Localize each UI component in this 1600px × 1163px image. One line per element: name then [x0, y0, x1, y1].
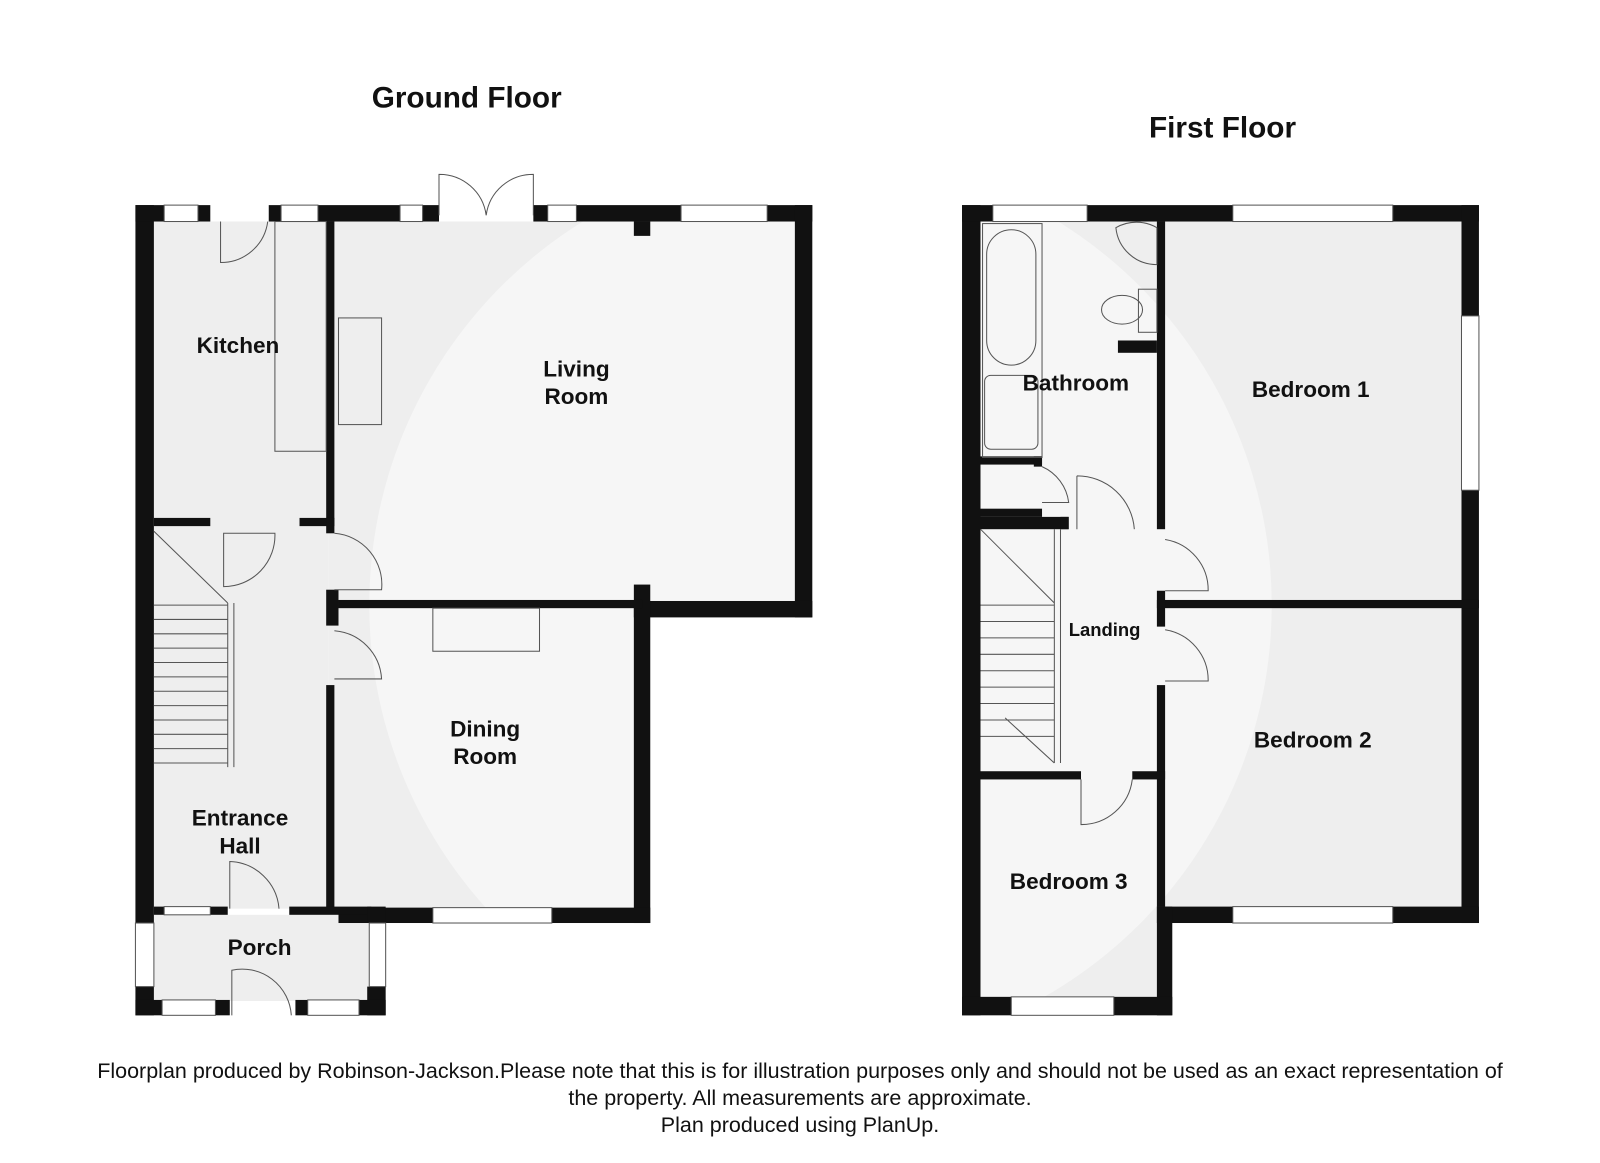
room-label-dining-2: Room	[453, 744, 517, 769]
disclaimer-line-3: Plan produced using PlanUp.	[660, 1113, 940, 1137]
disclaimer-line-1: Floorplan produced by Robinson-Jackson.P…	[97, 1059, 1503, 1083]
room-label-hall-2: Hall	[219, 833, 260, 858]
room-label-porch: Porch	[228, 935, 292, 960]
room-label-bedroom-3: Bedroom 3	[1010, 869, 1128, 894]
room-label-kitchen: Kitchen	[197, 333, 280, 358]
room-label-hall-1: Entrance	[192, 806, 289, 831]
first-fixtures	[980, 221, 1209, 826]
disclaimer-line-2: the property. All measurements are appro…	[568, 1086, 1032, 1110]
room-label-bathroom: Bathroom	[1023, 371, 1129, 396]
room-label-bedroom-2: Bedroom 2	[1254, 728, 1372, 753]
ground-fixtures	[153, 173, 541, 1016]
watermark-logo	[369, 153, 1272, 1057]
room-label-bedroom-1: Bedroom 1	[1252, 377, 1370, 402]
room-label-landing: Landing	[1069, 619, 1141, 640]
disclaimer-footer: Floorplan produced by Robinson-Jackson.P…	[0, 1058, 1600, 1139]
ground-floor-title: Ground Floor	[372, 82, 562, 115]
ground-walls	[134, 204, 813, 1016]
room-label-living-1: Living	[543, 356, 609, 381]
ground-floor-plan	[153, 221, 796, 1001]
room-label-dining-1: Dining	[450, 716, 520, 741]
room-label-living-2: Room	[544, 384, 608, 409]
first-walls	[962, 204, 1480, 1016]
first-floor-title: First Floor	[1149, 111, 1296, 144]
